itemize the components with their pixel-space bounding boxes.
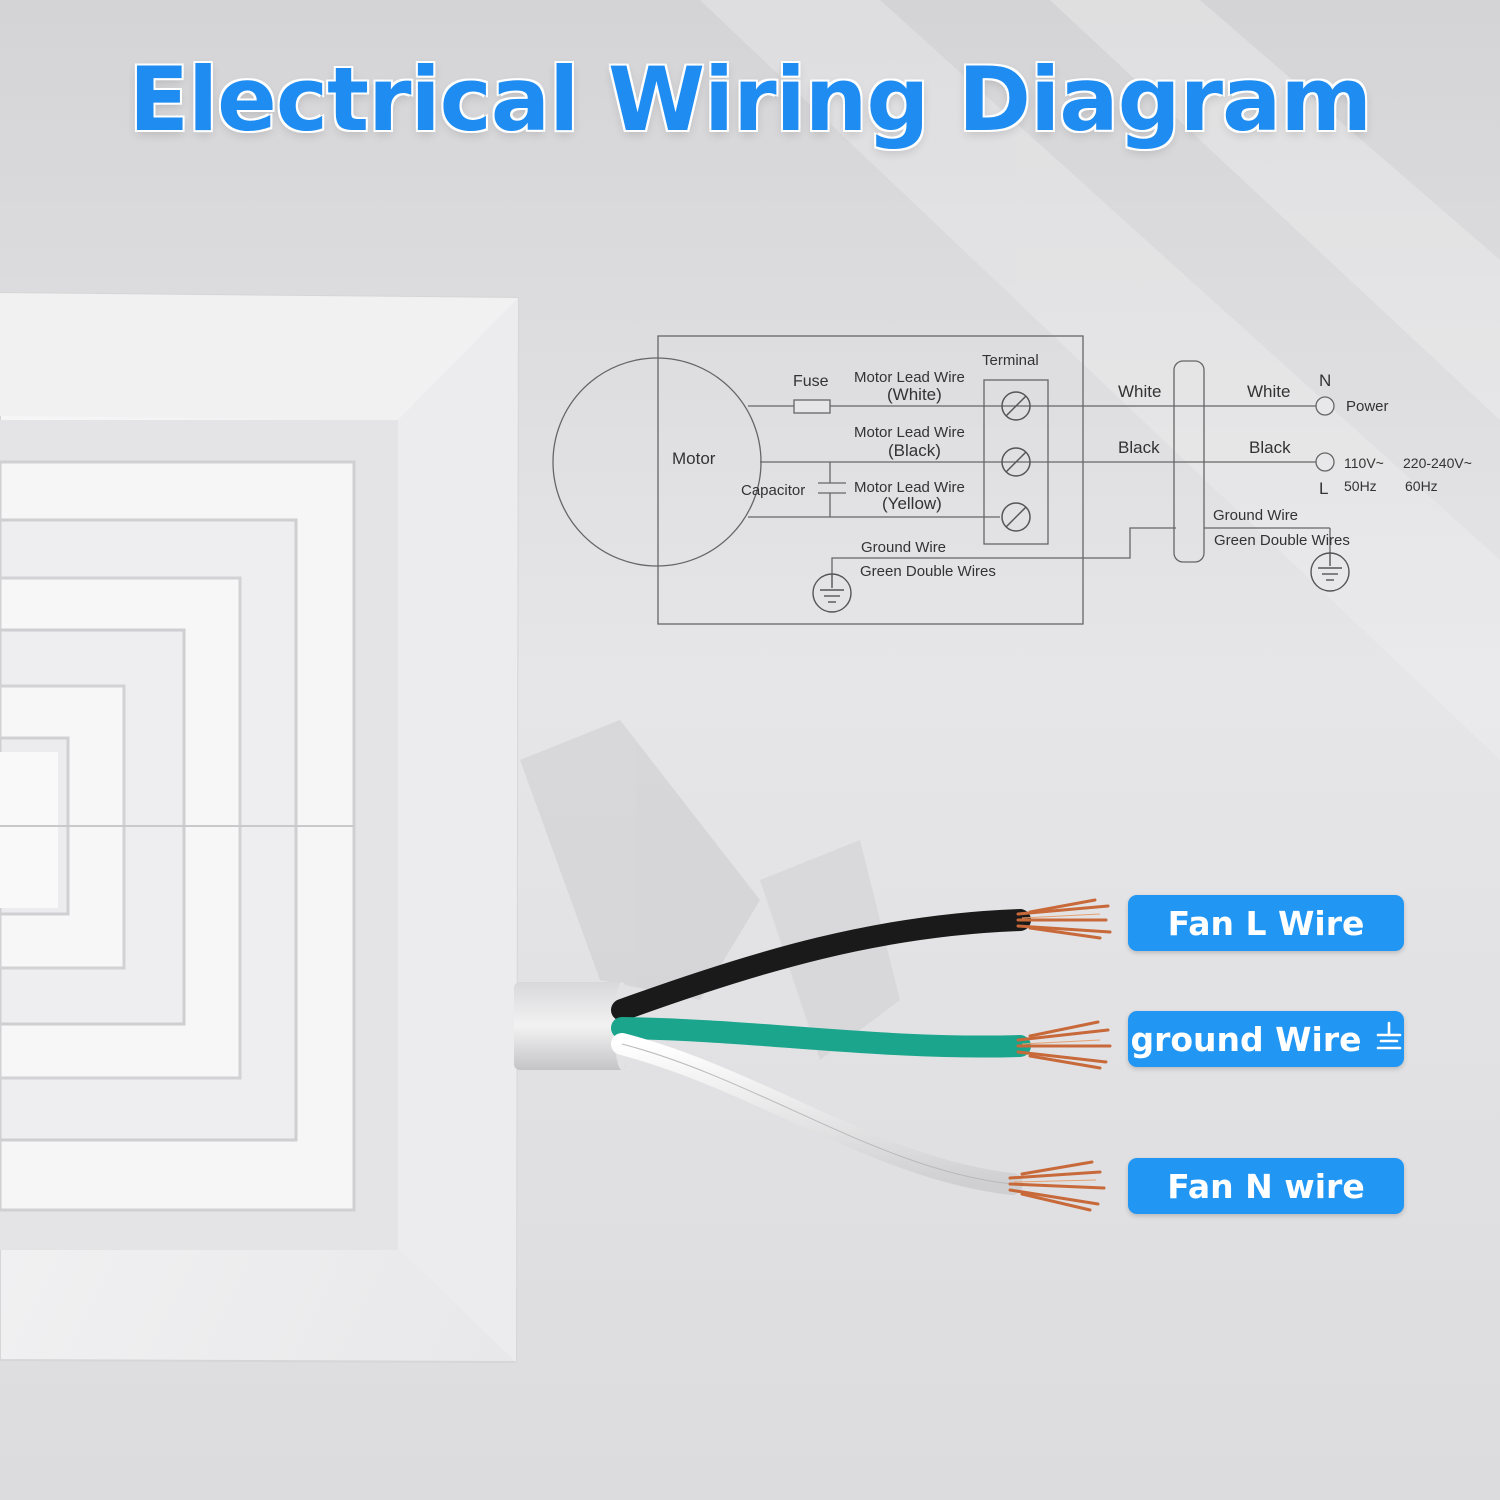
green-double-right-label: Green Double Wires: [1214, 532, 1350, 549]
ground-wire-label: ground Wire: [1128, 1011, 1404, 1067]
cable-bundle: [1173, 360, 1205, 563]
capacitor-symbol: [818, 462, 846, 517]
terminal-n: [1315, 396, 1335, 416]
fan-n-wire-label: Fan N wire: [1128, 1158, 1404, 1214]
ground-icon-left: [812, 573, 852, 613]
lead-yellow-label: Motor Lead Wire: [854, 479, 965, 496]
fuse-symbol: [793, 399, 831, 414]
n-label: N: [1319, 371, 1331, 390]
white-right-label: White: [1247, 382, 1290, 401]
motor-label: Motor: [672, 449, 716, 468]
green-double-left-label: Green Double Wires: [860, 563, 996, 580]
fuse-label: Fuse: [793, 373, 829, 390]
wire-black: [611, 909, 1031, 1021]
voltage-220-label: 220-240V~: [1403, 455, 1472, 471]
wires: [611, 909, 1031, 1195]
ground-wire-text: ground Wire: [1130, 1019, 1362, 1059]
schematic-box: [657, 335, 1084, 625]
black-mid-label: Black: [1118, 438, 1160, 457]
lead-black-label: Motor Lead Wire: [854, 424, 965, 441]
lead-black-color: (Black): [888, 441, 941, 460]
page-title: Electrical Wiring Diagram: [128, 48, 1372, 151]
black-right-label: Black: [1249, 438, 1291, 457]
l-label: L: [1319, 479, 1328, 498]
ground-icon: [1376, 1020, 1402, 1059]
fan-grille: [0, 291, 520, 1364]
ground-wire-right-label: Ground Wire: [1213, 507, 1298, 524]
power-label: Power: [1346, 398, 1389, 415]
terminal-l: [1315, 452, 1335, 472]
fan-l-wire-label: Fan L Wire: [1128, 895, 1404, 951]
freq-50-label: 50Hz: [1344, 478, 1377, 494]
fan-l-wire-text: Fan L Wire: [1167, 903, 1365, 943]
terminal-screws: [1001, 391, 1031, 532]
terminal-label: Terminal: [982, 352, 1039, 369]
lead-yellow-color: (Yellow): [882, 494, 942, 513]
white-mid-label: White: [1118, 382, 1161, 401]
ground-icon-right: [1310, 552, 1350, 592]
capacitor-label: Capacitor: [741, 482, 805, 499]
copper-strands: [1008, 898, 1112, 1212]
motor-symbol: [552, 357, 762, 567]
lead-white-label: Motor Lead Wire: [854, 369, 965, 386]
wire-green: [611, 1017, 1031, 1058]
voltage-110-label: 110V~: [1344, 455, 1384, 471]
freq-60-label: 60Hz: [1405, 478, 1438, 494]
fan-n-wire-text: Fan N wire: [1167, 1166, 1365, 1206]
lead-white-color: (White): [887, 385, 942, 404]
ground-wire-left-label: Ground Wire: [861, 539, 946, 556]
